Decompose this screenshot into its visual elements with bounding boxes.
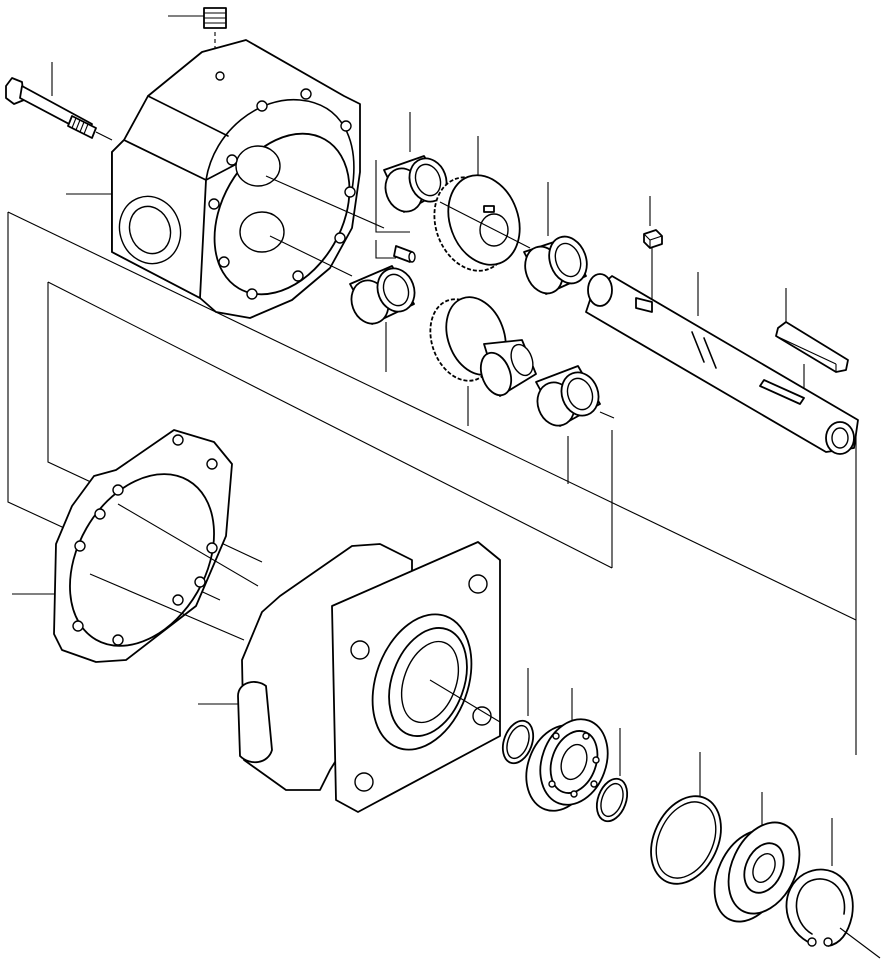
gasket: [53, 429, 233, 663]
dowel-pin: [393, 245, 416, 263]
internal-snap-ring: [785, 868, 881, 959]
oil-seal: [713, 821, 801, 923]
idler-gear-upper: [433, 174, 521, 272]
needle-bearing-upper-left: [383, 155, 448, 213]
long-key: [775, 321, 849, 373]
retaining-ring-small: [595, 777, 629, 823]
needle-bearing-lower-right: [535, 365, 601, 427]
retaining-ring-large: [650, 795, 722, 885]
ball-bearing: [525, 718, 609, 812]
centerlines: [89, 175, 615, 641]
leader-lines: [12, 15, 833, 866]
gear-housing: [111, 39, 361, 319]
needle-bearing-upper-right: [523, 235, 588, 295]
output-shaft: [585, 273, 859, 455]
needle-bearing-lower-left: [349, 265, 416, 325]
adapter-housing: [237, 541, 501, 813]
snap-ring-small: [501, 719, 535, 765]
drive-gear-lower: [429, 296, 537, 397]
through-bolt: [5, 77, 113, 141]
square-key-small: [643, 229, 663, 249]
